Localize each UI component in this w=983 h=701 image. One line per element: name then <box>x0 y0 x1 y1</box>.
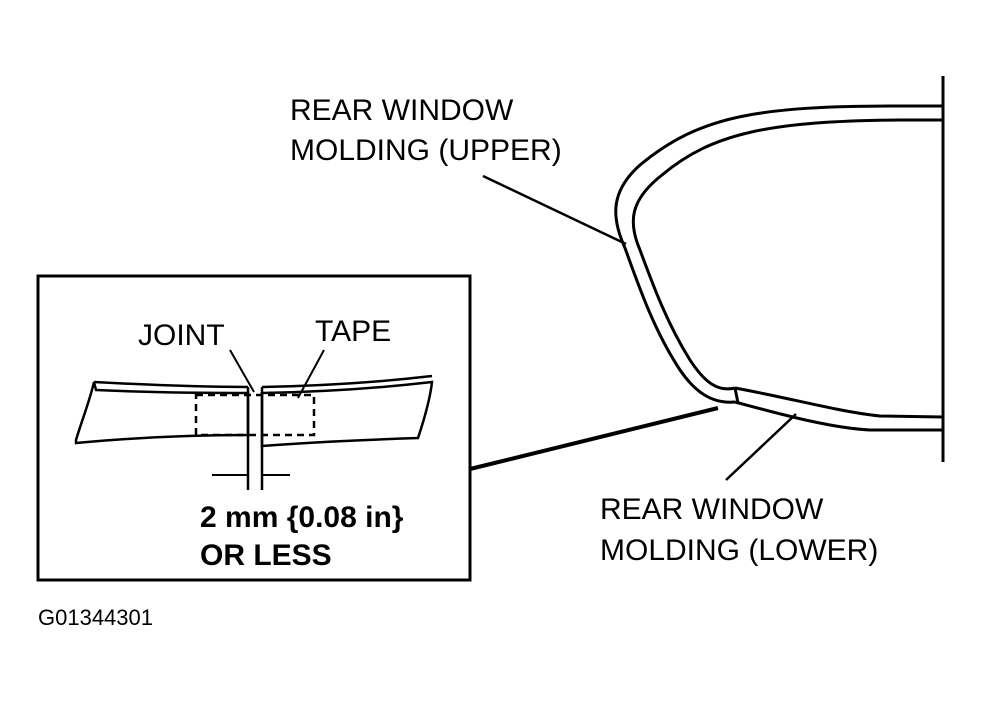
detail-tape-outline <box>194 393 316 437</box>
detail-right-molding-top-edge <box>261 374 433 389</box>
lower-molding-outer-edge <box>734 400 943 432</box>
gap-spec-line1: 2 mm {0.08 in} <box>200 501 404 534</box>
molding-joint-mark <box>733 387 740 404</box>
gap-spec-line2: OR LESS <box>200 539 332 572</box>
detail-right-molding <box>260 380 434 448</box>
tape-label: TAPE <box>315 315 391 348</box>
lower-molding-label-line2: MOLDING (LOWER) <box>600 534 878 567</box>
upper-molding-label-line1: REAR WINDOW <box>290 94 514 127</box>
upper-molding-inner-edge <box>631 118 943 391</box>
detail-callout-leader <box>469 406 719 471</box>
figure-id: G01344301 <box>38 605 153 630</box>
joint-leader <box>229 349 255 393</box>
detail-inset-frame <box>36 274 472 582</box>
lower-molding-label-line1: REAR WINDOW <box>600 493 824 526</box>
upper-molding-label-line2: MOLDING (UPPER) <box>290 134 562 167</box>
upper-molding-leader <box>482 174 627 246</box>
lower-molding-inner-edge <box>734 386 944 419</box>
joint-detail-inset: JOINT TAPE 2 mm {0.08 in} OR LESS <box>36 274 472 582</box>
tape-leader <box>297 349 325 399</box>
lower-molding-leader <box>725 413 797 481</box>
detail-left-molding-top-edge <box>93 380 249 389</box>
upper-molding-outer-edge <box>614 104 943 404</box>
joint-label: JOINT <box>138 319 225 352</box>
detail-left-molding <box>74 381 250 445</box>
